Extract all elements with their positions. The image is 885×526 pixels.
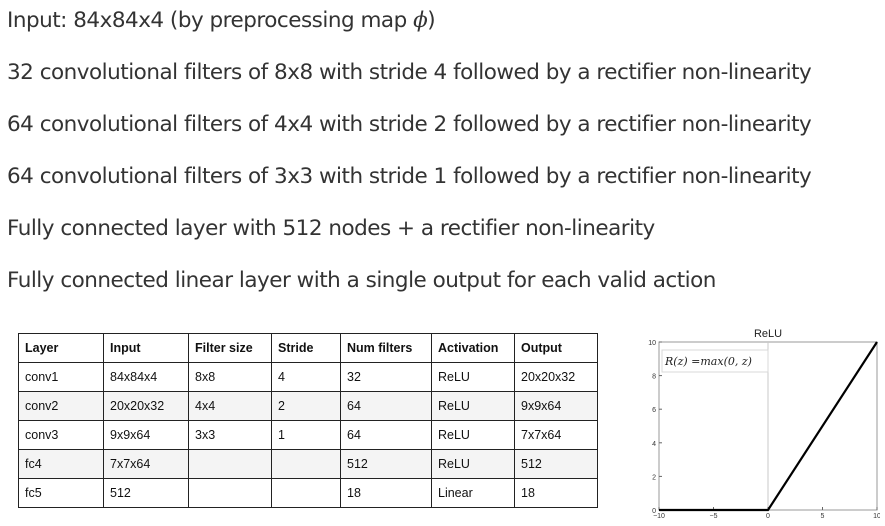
cell-input: 7x7x64 (103, 449, 189, 479)
cell-num-filters: 64 (340, 391, 432, 421)
x-tick-label: −10 (653, 513, 665, 519)
cell-num-filters: 32 (340, 362, 432, 392)
architecture-table: Layer Input Filter size Stride Num filte… (18, 333, 598, 508)
table-row: conv2 20x20x32 4x4 2 64 ReLU 9x9x64 (18, 391, 598, 421)
cell-filter-size (188, 449, 272, 479)
conv3-description: 64 convolutional filters of 3x3 with str… (7, 164, 812, 189)
cell-activation: ReLU (431, 420, 515, 450)
x-tick-label: 10 (873, 513, 880, 519)
x-tick-label: 5 (821, 513, 825, 519)
cell-filter-size: 4x4 (188, 391, 272, 421)
y-tick-label: 4 (652, 441, 656, 448)
conv1-description: 32 convolutional filters of 8x8 with str… (7, 60, 812, 85)
cell-stride (271, 449, 341, 479)
input-line: Input: 84x84x4 (by preprocessing map ϕ) (7, 8, 436, 33)
cell-stride: 1 (271, 420, 341, 450)
cell-output: 512 (514, 449, 598, 479)
cell-input: 9x9x64 (103, 420, 189, 450)
cell-input: 20x20x32 (103, 391, 189, 421)
formula-box (661, 349, 769, 373)
phi-symbol: ϕ (413, 8, 428, 33)
table-row: conv1 84x84x4 8x8 4 32 ReLU 20x20x32 (18, 362, 598, 392)
x-tick-label: 0 (766, 513, 770, 519)
cell-input: 84x84x4 (103, 362, 189, 392)
y-axis-ticks: 0 2 4 6 8 10 (648, 340, 662, 515)
y-tick-label: 8 (652, 374, 656, 381)
cell-stride: 4 (271, 362, 341, 392)
cell-layer: fc5 (18, 478, 104, 508)
fc4-description: Fully connected layer with 512 nodes + a… (7, 216, 655, 241)
header-stride: Stride (271, 333, 341, 363)
cell-activation: Linear (431, 478, 515, 508)
table-row: fc5 512 18 Linear 18 (18, 478, 598, 508)
conv2-description: 64 convolutional filters of 4x4 with str… (7, 112, 812, 137)
formula-annotation: R(z) =max(0, z) (664, 355, 752, 368)
y-tick-label: 6 (652, 407, 656, 414)
cell-output: 7x7x64 (514, 420, 598, 450)
cell-activation: ReLU (431, 449, 515, 479)
header-layer: Layer (18, 333, 104, 363)
cell-input: 512 (103, 478, 189, 508)
header-input: Input (103, 333, 189, 363)
cell-stride (271, 478, 341, 508)
y-tick-label: 10 (648, 340, 656, 347)
relu-chart: ReLU R(z) =max(0, z) 0 2 4 6 8 10 −10 −5 0 5 10 (648, 328, 880, 519)
y-tick-label: 2 (652, 474, 656, 481)
chart-title: ReLU (754, 328, 782, 340)
fc5-description: Fully connected linear layer with a sing… (7, 268, 716, 293)
header-activation: Activation (431, 333, 515, 363)
cell-num-filters: 64 (340, 420, 432, 450)
cell-filter-size (188, 478, 272, 508)
cell-layer: conv3 (18, 420, 104, 450)
input-line-prefix: Input: 84x84x4 (by preprocessing map (7, 8, 414, 33)
cell-num-filters: 512 (340, 449, 432, 479)
x-tick-label: −5 (710, 513, 718, 519)
cell-activation: ReLU (431, 362, 515, 392)
cell-layer: conv1 (18, 362, 104, 392)
cell-filter-size: 3x3 (188, 420, 272, 450)
table-row: fc4 7x7x64 512 ReLU 512 (18, 449, 598, 479)
cell-output: 9x9x64 (514, 391, 598, 421)
cell-filter-size: 8x8 (188, 362, 272, 392)
cell-output: 20x20x32 (514, 362, 598, 392)
relu-series-line (659, 341, 878, 512)
cell-layer: conv2 (18, 391, 104, 421)
header-output: Output (514, 333, 598, 363)
table-row: conv3 9x9x64 3x3 1 64 ReLU 7x7x64 (18, 420, 598, 450)
header-num-filters: Num filters (340, 333, 432, 363)
cell-num-filters: 18 (340, 478, 432, 508)
cell-layer: fc4 (18, 449, 104, 479)
cell-stride: 2 (271, 391, 341, 421)
y-tick-label: 0 (652, 508, 656, 515)
cell-activation: ReLU (431, 391, 515, 421)
header-filter-size: Filter size (188, 333, 272, 363)
input-line-suffix: ) (427, 8, 436, 33)
table-header-row: Layer Input Filter size Stride Num filte… (18, 333, 598, 363)
cell-output: 18 (514, 478, 598, 508)
